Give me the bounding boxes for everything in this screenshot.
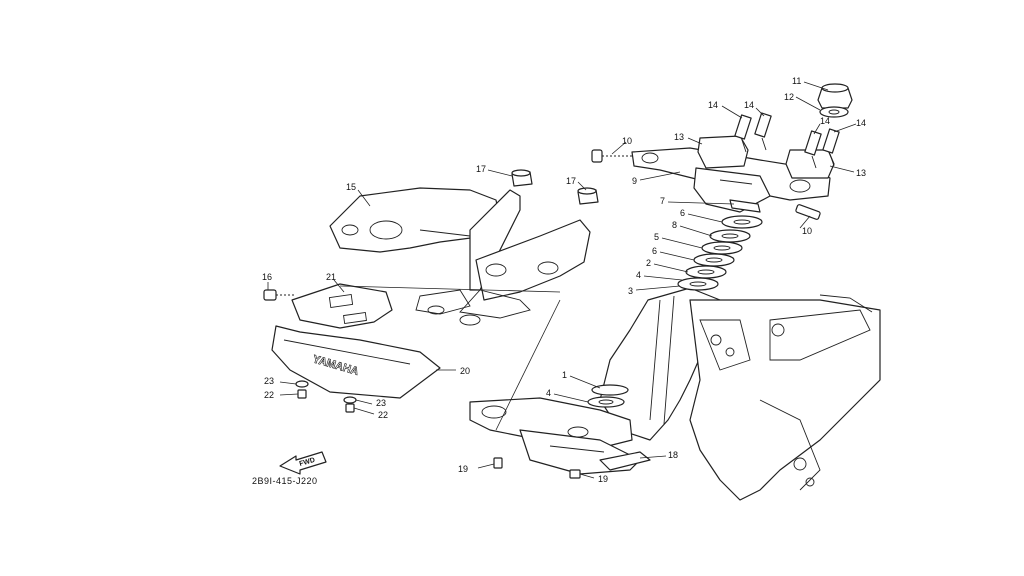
callout-6a: 6 xyxy=(680,208,685,218)
fwd-arrow-icon: FWD xyxy=(279,451,327,475)
upper-bracket xyxy=(631,147,831,213)
callout-6b: 6 xyxy=(652,246,657,256)
callout-9: 9 xyxy=(632,176,637,186)
meter-bracket xyxy=(415,189,591,326)
callout-23b: 23 xyxy=(376,398,386,408)
callout-21: 21 xyxy=(326,272,336,282)
callout-7: 7 xyxy=(660,196,665,206)
callout-8: 8 xyxy=(672,220,677,230)
callout-23a: 23 xyxy=(264,376,274,386)
callout-20: 20 xyxy=(460,366,470,376)
bolt-22b xyxy=(345,403,355,413)
cover-bracket xyxy=(291,283,393,329)
bearing-stack xyxy=(677,215,763,291)
callout-15: 15 xyxy=(346,182,356,192)
bolt-16 xyxy=(263,289,296,301)
bolt-10-lower xyxy=(795,204,821,220)
washer-12 xyxy=(819,106,849,118)
callout-14a: 14 xyxy=(708,100,718,110)
callout-3: 3 xyxy=(628,286,633,296)
callout-10a: 10 xyxy=(622,136,632,146)
callout-19a: 19 xyxy=(458,464,468,474)
callout-22a: 22 xyxy=(264,390,274,400)
bolt-19b xyxy=(569,469,581,479)
callout-1: 1 xyxy=(562,370,567,380)
collar-23b xyxy=(343,396,357,404)
callout-10b: 10 xyxy=(802,226,812,236)
leader-lines xyxy=(267,81,857,479)
callout-16: 16 xyxy=(262,272,272,282)
callout-13a: 13 xyxy=(674,132,684,142)
assembly-line xyxy=(495,299,561,431)
callout-18: 18 xyxy=(668,450,678,460)
bolt-7 xyxy=(729,199,761,213)
callout-11: 11 xyxy=(792,76,801,86)
handlebar-holder-left xyxy=(697,135,749,169)
front-cover: YAMAHA xyxy=(271,325,441,399)
callout-22b: 22 xyxy=(378,410,388,420)
callout-2: 2 xyxy=(646,258,651,268)
bolt-10-upper xyxy=(591,149,632,163)
lower-bearing xyxy=(587,384,629,408)
callout-19b: 19 xyxy=(598,474,608,484)
damper-17a xyxy=(511,169,533,187)
callout-5: 5 xyxy=(654,232,659,242)
callout-4a: 4 xyxy=(636,270,641,280)
drawing-code: 2B9I-415-J220 xyxy=(252,476,318,486)
callout-14d: 14 xyxy=(856,118,866,128)
callout-12: 12 xyxy=(784,92,794,102)
callout-14c: 14 xyxy=(820,116,830,126)
callout-labels: 11 12 14 14 14 14 13 13 10 9 7 10 6 8 5 … xyxy=(262,76,866,484)
collar-23a xyxy=(295,380,309,388)
assembly-line-2 xyxy=(339,285,561,293)
callout-17a: 17 xyxy=(476,164,486,174)
cable-guide-18 xyxy=(599,451,651,471)
bolt-14-group xyxy=(734,112,840,169)
fwd-label: FWD xyxy=(299,457,316,468)
steering-nut-cap xyxy=(817,83,853,109)
frame-head-pipe xyxy=(599,287,881,501)
bolt-19a xyxy=(493,457,503,469)
bolt-22a xyxy=(297,389,307,399)
callout-13b: 13 xyxy=(856,168,866,178)
callout-14b: 14 xyxy=(744,100,754,110)
callout-17b: 17 xyxy=(566,176,576,186)
callout-4b: 4 xyxy=(546,388,551,398)
damper-17b xyxy=(577,187,599,205)
